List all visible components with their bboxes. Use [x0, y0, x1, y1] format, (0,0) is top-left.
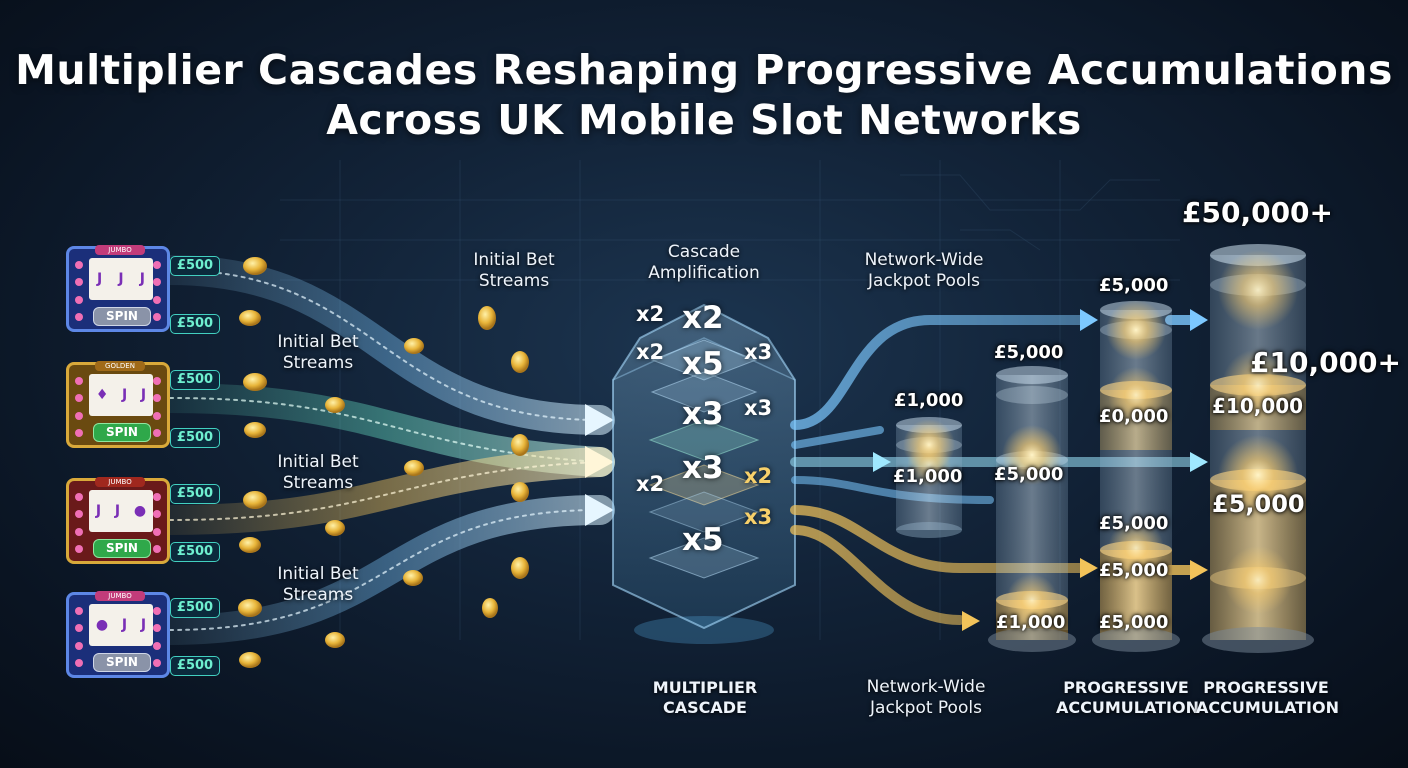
- slot-side-lights: [153, 493, 161, 553]
- slot-top-label: GOLDEN: [95, 361, 145, 371]
- slot-side-lights: [75, 377, 83, 437]
- amount-pool3-top: £5,000: [1099, 275, 1169, 296]
- slot-side-lights: [75, 607, 83, 667]
- multiplier-badge: x2: [636, 302, 665, 326]
- pool-column-4: [1202, 244, 1314, 653]
- spin-button[interactable]: SPIN: [93, 423, 151, 442]
- spin-button[interactable]: SPIN: [93, 539, 151, 558]
- label-multiplier-cascade: MULTIPLIER CASCADE: [652, 678, 758, 717]
- amount-pool2-bottom: £1,000: [996, 612, 1066, 633]
- slot-side-lights: [153, 607, 161, 667]
- multiplier-badge: x3: [682, 396, 724, 432]
- input-arrowheads: [585, 404, 614, 526]
- slot-top-label: JUMBO: [95, 245, 145, 255]
- spin-button[interactable]: SPIN: [93, 653, 151, 672]
- label-network-wide-top: Network-Wide Jackpot Pools: [864, 250, 984, 291]
- slot-top-label: JUMBO: [95, 591, 145, 601]
- slot-side-lights: [153, 377, 161, 437]
- label-initial-bet-streams-2: Initial Bet Streams: [277, 332, 359, 373]
- multiplier-badge: x2: [636, 472, 665, 496]
- label-progressive-accumulation-2: PROGRESSIVE ACCUMULATION: [1196, 678, 1339, 717]
- multiplier-badge: x2: [636, 340, 665, 364]
- bet-chip: £500: [170, 314, 220, 334]
- slot-side-lights: [153, 261, 161, 321]
- amount-pool3-low-2: £5,000: [1099, 560, 1169, 581]
- output-arrowheads: [873, 309, 1208, 631]
- label-initial-bet-streams-1: Initial Bet Streams: [473, 250, 555, 291]
- amount-pool1-top: £1,000: [894, 390, 964, 411]
- multiplier-badge: x3: [682, 450, 724, 486]
- amount-pool3-low-3: £5,000: [1099, 612, 1169, 633]
- slot-side-lights: [75, 261, 83, 321]
- slot-top-label: JUMBO: [95, 477, 145, 487]
- amount-pool3-low-1: £5,000: [1099, 513, 1169, 534]
- multiplier-badge: x2: [744, 464, 773, 488]
- amount-pool1-mid: £1,000: [893, 466, 963, 487]
- pool-column-2: [988, 366, 1076, 652]
- label-network-wide-bottom: Network-Wide Jackpot Pools: [866, 677, 986, 718]
- bet-chip: £500: [170, 370, 220, 390]
- pool-column-1: [896, 417, 962, 538]
- multiplier-badge: x5: [682, 346, 724, 382]
- multiplier-badge: x3: [744, 396, 773, 420]
- title-line-2: Across UK Mobile Slot Networks: [326, 96, 1082, 144]
- title-line-1: Multiplier Cascades Reshaping Progressiv…: [15, 46, 1393, 94]
- cascade-box: [612, 303, 796, 644]
- label-cascade-amplification: Cascade Amplification: [648, 242, 760, 283]
- amount-pool2-top: £5,000: [994, 342, 1064, 363]
- input-streams: [155, 255, 615, 645]
- bet-chip: £500: [170, 598, 220, 618]
- pool-column-3: [1092, 300, 1180, 652]
- amount-pool4-low: £5,000: [1212, 490, 1305, 518]
- multiplier-badge: x5: [682, 522, 724, 558]
- multiplier-badge: x2: [682, 300, 724, 336]
- bet-chip: £500: [170, 484, 220, 504]
- slot-side-lights: [75, 493, 83, 553]
- amount-50000-plus: £50,000+: [1182, 196, 1333, 229]
- bet-chip: £500: [170, 256, 220, 276]
- bet-chip: £500: [170, 542, 220, 562]
- bet-chip: £500: [170, 428, 220, 448]
- amount-10000-plus: £10,000+: [1250, 346, 1401, 379]
- amount-pool3-mid: £0,000: [1099, 406, 1169, 427]
- multiplier-badge: x3: [744, 340, 773, 364]
- label-initial-bet-streams-3: Initial Bet Streams: [277, 452, 359, 493]
- amount-pool4-mid: £10,000: [1212, 394, 1304, 418]
- label-initial-bet-streams-4: Initial Bet Streams: [277, 564, 359, 605]
- coins: [238, 257, 529, 668]
- bet-chip: £500: [170, 656, 220, 676]
- amount-pool2-mid: £5,000: [994, 464, 1064, 485]
- label-progressive-accumulation-1: PROGRESSIVE ACCUMULATION: [1056, 678, 1199, 717]
- multiplier-badge: x3: [744, 505, 773, 529]
- spin-button[interactable]: SPIN: [93, 307, 151, 326]
